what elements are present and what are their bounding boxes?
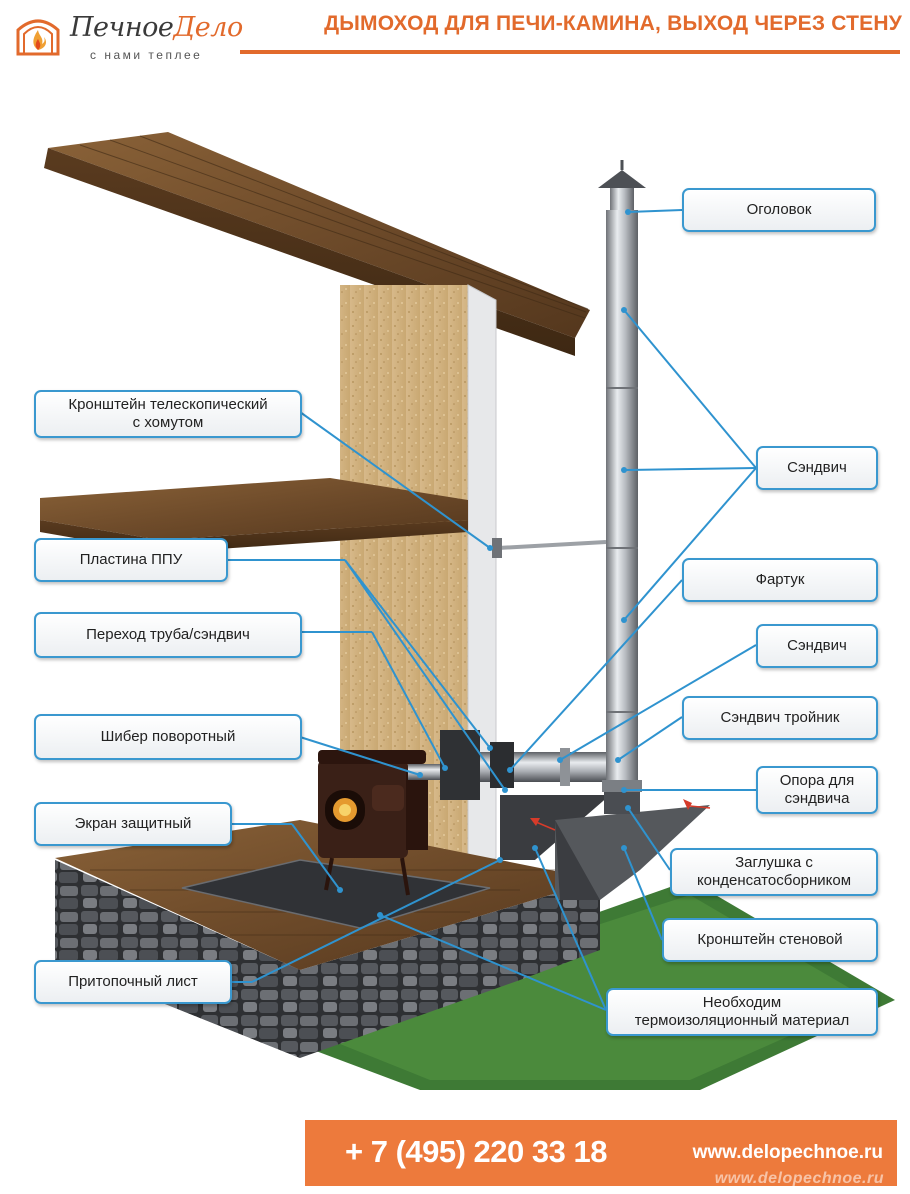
contact-banner: + 7 (495) 220 33 18 www.delopechnoe.ru bbox=[305, 1120, 897, 1186]
label-ogolovok: Оголовок bbox=[682, 188, 876, 232]
title-underline bbox=[240, 50, 900, 54]
label-bracket-telescopic: Кронштейн телескопический с хомутом bbox=[34, 390, 302, 438]
watermark: www.delopechnoe.ru bbox=[714, 1170, 884, 1187]
label-damper: Шибер поворотный bbox=[34, 714, 302, 760]
label-support: Опора для сэндвича bbox=[756, 766, 878, 814]
logo-name: ПечноеДело bbox=[70, 12, 243, 43]
label-floor-sheet: Притопочный лист bbox=[34, 960, 232, 1004]
page-title: ДЫМОХОД ДЛЯ ПЕЧИ-КАМИНА, ВЫХОД ЧЕРЕЗ СТЕ… bbox=[324, 12, 902, 35]
label-sandwich-lower: Сэндвич bbox=[756, 624, 878, 668]
label-transition: Переход труба/сэндвич bbox=[34, 612, 302, 658]
label-plug: Заглушка с конденсатосборником bbox=[670, 848, 878, 896]
website-link[interactable]: www.delopechnoe.ru bbox=[692, 1142, 883, 1163]
stove-logo-icon bbox=[16, 19, 60, 56]
logo[interactable]: ПечноеДело с нами теплее bbox=[14, 8, 243, 64]
label-apron: Фартук bbox=[682, 558, 878, 602]
label-ppu-plate: Пластина ППУ bbox=[34, 538, 228, 582]
header: ПечноеДело с нами теплее ДЫМОХОД ДЛЯ ПЕЧ… bbox=[0, 0, 910, 70]
label-screen: Экран защитный bbox=[34, 802, 232, 846]
label-insulation: Необходим термоизоляционный материал bbox=[606, 988, 878, 1036]
phone-number[interactable]: + 7 (495) 220 33 18 bbox=[345, 1134, 607, 1169]
label-tee: Сэндвич тройник bbox=[682, 696, 878, 740]
label-sandwich-upper: Сэндвич bbox=[756, 446, 878, 490]
label-wall-bracket: Кронштейн стеновой bbox=[662, 918, 878, 962]
stove bbox=[318, 750, 428, 896]
logo-tagline: с нами теплее bbox=[90, 48, 203, 62]
